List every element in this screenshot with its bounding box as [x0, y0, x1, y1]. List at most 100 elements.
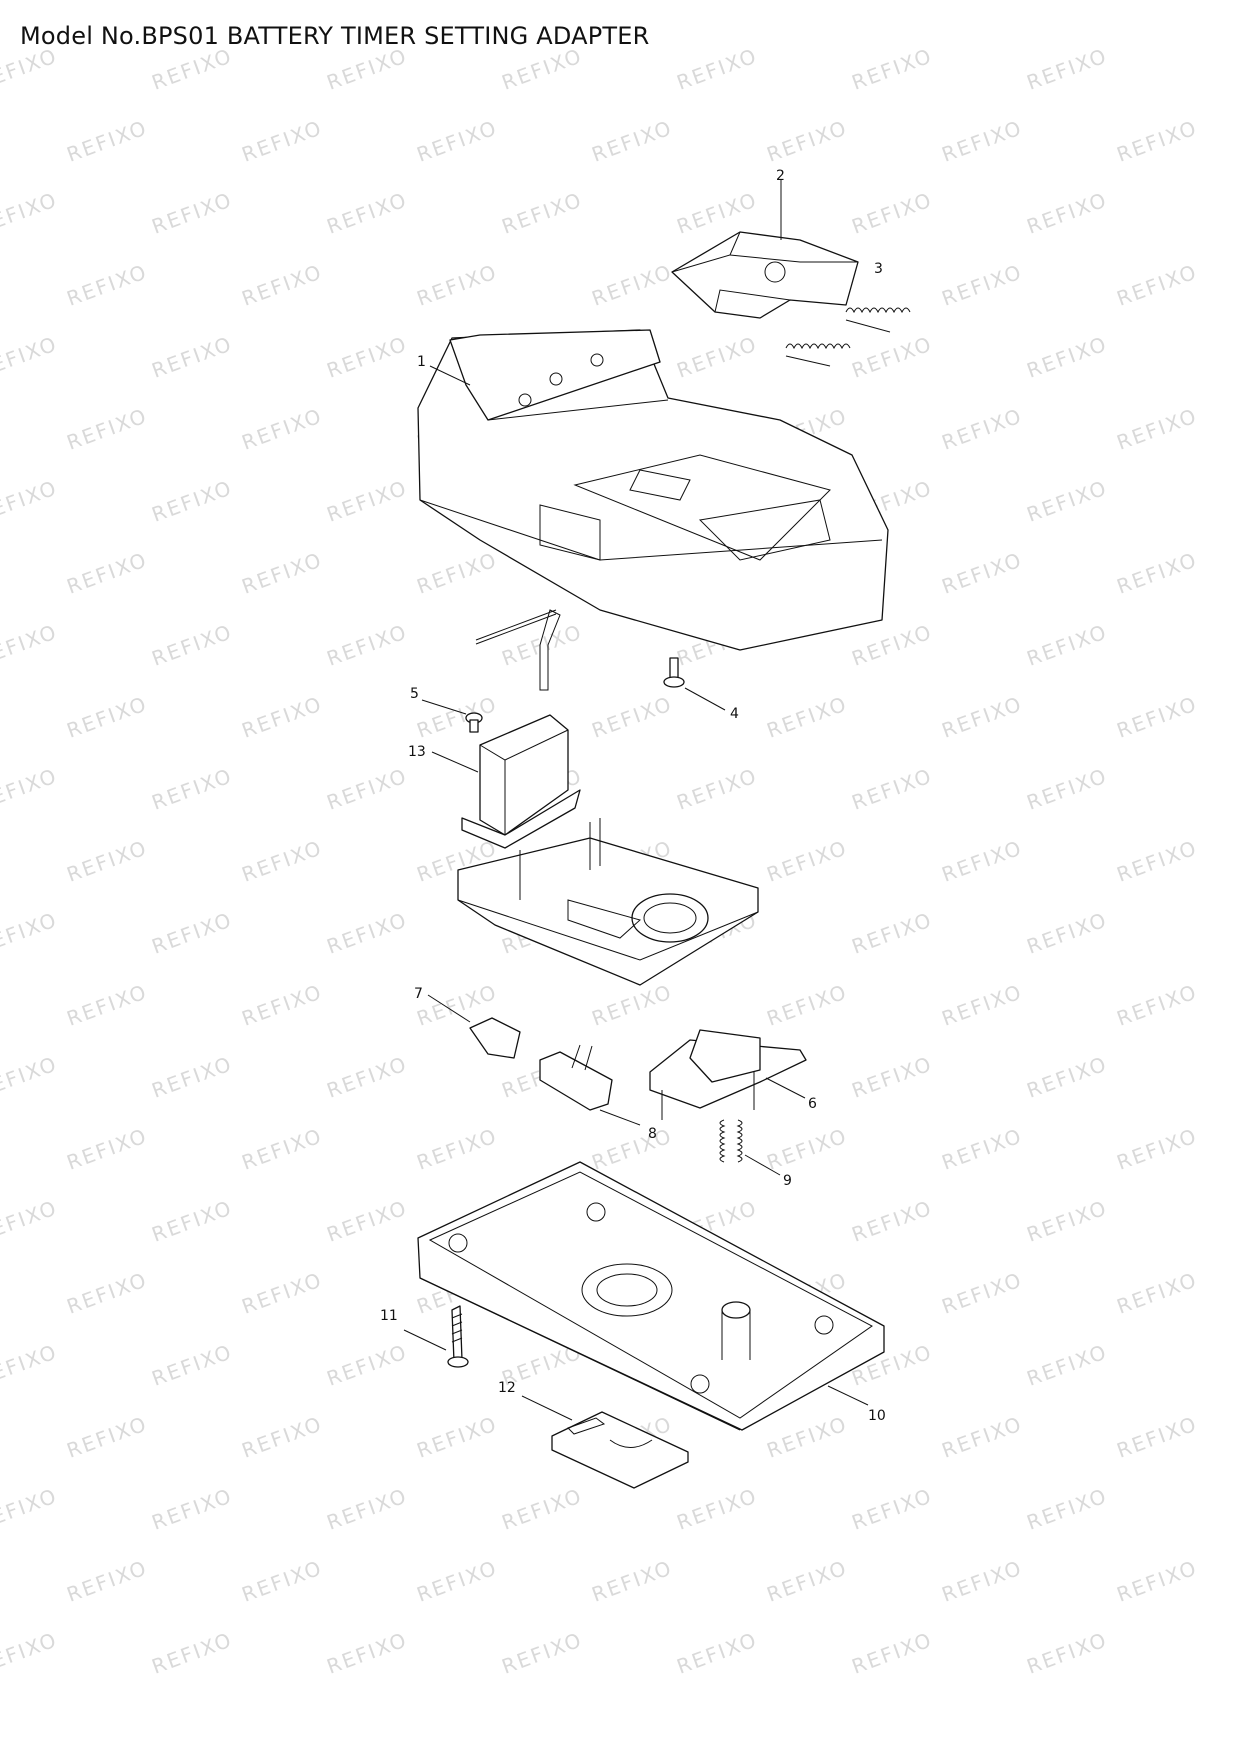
watermark-text-128: REFIXO	[324, 1339, 411, 1390]
watermark-text-97: REFIXO	[1114, 979, 1201, 1030]
part-9-spring[interactable]	[719, 1119, 743, 1163]
watermark-text-90: REFIXO	[1024, 907, 1111, 958]
part-2-latch[interactable]	[671, 231, 859, 319]
callout-3: 3	[874, 261, 883, 277]
part-7-switch[interactable]	[469, 1017, 521, 1059]
watermark-text-113: REFIXO	[149, 1195, 236, 1246]
watermark-text-134: REFIXO	[239, 1411, 326, 1462]
watermark-text-13: REFIXO	[1114, 115, 1201, 166]
part-10-bottom-case[interactable]	[417, 1161, 885, 1431]
part-4-screw[interactable]	[663, 657, 685, 688]
watermark-text-24: REFIXO	[589, 259, 676, 310]
watermark-text-85: REFIXO	[149, 907, 236, 958]
watermark-text-26: REFIXO	[939, 259, 1026, 310]
callout-6: 6	[808, 1096, 817, 1112]
watermark-text-61: REFIXO	[849, 619, 936, 670]
pcb-assembly[interactable]	[457, 818, 759, 986]
watermark-text-103: REFIXO	[849, 1051, 936, 1102]
callout-10: 10	[868, 1408, 886, 1424]
part-5-screw[interactable]	[465, 712, 483, 733]
watermark-text-84: REFIXO	[0, 907, 61, 958]
watermark-text-10: REFIXO	[589, 115, 676, 166]
watermark-text-11: REFIXO	[764, 115, 851, 166]
watermark-text-19: REFIXO	[849, 187, 936, 238]
watermark-text-104: REFIXO	[1024, 1051, 1111, 1102]
watermark-text-55: REFIXO	[1114, 547, 1201, 598]
watermark-text-78: REFIXO	[239, 835, 326, 886]
watermark-text-145: REFIXO	[849, 1483, 936, 1534]
watermark-text-75: REFIXO	[849, 763, 936, 814]
watermark-text-4: REFIXO	[674, 43, 761, 94]
watermark-text-152: REFIXO	[939, 1555, 1026, 1606]
watermark-text-95: REFIXO	[764, 979, 851, 1030]
watermark-text-124: REFIXO	[939, 1267, 1026, 1318]
watermark-text-63: REFIXO	[64, 691, 151, 742]
watermark-text-2: REFIXO	[324, 43, 411, 94]
watermark-text-6: REFIXO	[1024, 43, 1111, 94]
watermark-text-149: REFIXO	[414, 1555, 501, 1606]
watermark-text-157: REFIXO	[499, 1627, 586, 1678]
watermark-text-154: REFIXO	[0, 1627, 61, 1678]
watermark-text-110: REFIXO	[939, 1123, 1026, 1174]
part-8-connector[interactable]	[539, 1044, 613, 1111]
watermark-text-0: REFIXO	[0, 43, 61, 94]
watermark-text-17: REFIXO	[499, 187, 586, 238]
watermark-text-140: REFIXO	[0, 1483, 61, 1534]
watermark-text-72: REFIXO	[324, 763, 411, 814]
watermark-text-1: REFIXO	[149, 43, 236, 94]
watermark-text-3: REFIXO	[499, 43, 586, 94]
watermark-text-71: REFIXO	[149, 763, 236, 814]
watermark-text-36: REFIXO	[239, 403, 326, 454]
watermark-text-21: REFIXO	[64, 259, 151, 310]
watermark-text-33: REFIXO	[849, 331, 936, 382]
watermark-text-51: REFIXO	[414, 547, 501, 598]
watermark-text-158: REFIXO	[674, 1627, 761, 1678]
callout-4: 4	[730, 706, 739, 722]
part-1-top-housing[interactable]	[417, 329, 889, 651]
watermark-text-76: REFIXO	[1024, 763, 1111, 814]
watermark-text-160: REFIXO	[1024, 1627, 1111, 1678]
watermark-text-30: REFIXO	[324, 331, 411, 382]
watermark-text-65: REFIXO	[414, 691, 501, 742]
part-3-springs[interactable]	[785, 307, 911, 367]
watermark-text-132: REFIXO	[1024, 1339, 1111, 1390]
watermark-text-29: REFIXO	[149, 331, 236, 382]
watermark-text-133: REFIXO	[64, 1411, 151, 1462]
callout-9: 9	[783, 1173, 792, 1189]
watermark-text-22: REFIXO	[239, 259, 326, 310]
watermark-text-107: REFIXO	[414, 1123, 501, 1174]
watermark-text-70: REFIXO	[0, 763, 61, 814]
watermark-text-42: REFIXO	[0, 475, 61, 526]
callout-5: 5	[410, 686, 419, 702]
wire-lead	[475, 609, 561, 691]
watermark-text-83: REFIXO	[1114, 835, 1201, 886]
part-13-bracket[interactable]	[461, 714, 581, 849]
watermark-text-159: REFIXO	[849, 1627, 936, 1678]
watermark-text-100: REFIXO	[324, 1051, 411, 1102]
watermark-text-35: REFIXO	[64, 403, 151, 454]
part-6-terminal[interactable]	[649, 1029, 807, 1120]
watermark-text-57: REFIXO	[149, 619, 236, 670]
watermark-text-41: REFIXO	[1114, 403, 1201, 454]
part-12-clip-plate[interactable]	[551, 1411, 689, 1489]
watermark-text-82: REFIXO	[939, 835, 1026, 886]
watermark-text-67: REFIXO	[764, 691, 851, 742]
watermark-text-49: REFIXO	[64, 547, 151, 598]
watermark-text-23: REFIXO	[414, 259, 501, 310]
watermark-text-137: REFIXO	[764, 1411, 851, 1462]
part-11-screw[interactable]	[447, 1305, 469, 1368]
watermark-text-48: REFIXO	[1024, 475, 1111, 526]
watermark-text-15: REFIXO	[149, 187, 236, 238]
watermark-text-106: REFIXO	[239, 1123, 326, 1174]
watermark-text-117: REFIXO	[849, 1195, 936, 1246]
watermark-text-111: REFIXO	[1114, 1123, 1201, 1174]
watermark-text-44: REFIXO	[324, 475, 411, 526]
watermark-text-96: REFIXO	[939, 979, 1026, 1030]
watermark-text-64: REFIXO	[239, 691, 326, 742]
watermark-text-43: REFIXO	[149, 475, 236, 526]
watermark-text-58: REFIXO	[324, 619, 411, 670]
watermark-text-156: REFIXO	[324, 1627, 411, 1678]
watermark-text-155: REFIXO	[149, 1627, 236, 1678]
watermark-text-69: REFIXO	[1114, 691, 1201, 742]
